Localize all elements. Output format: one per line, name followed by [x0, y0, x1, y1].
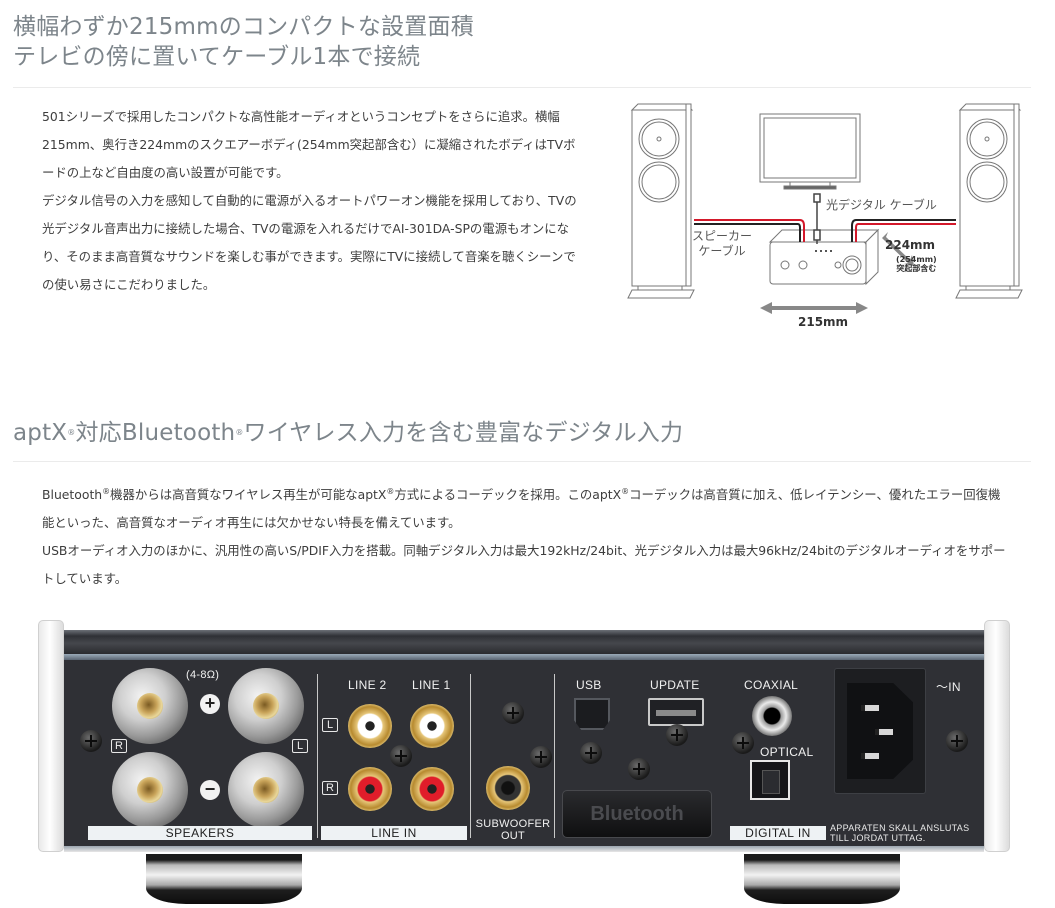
depth-dimension-note: (254mm) 突起部含む: [896, 255, 937, 273]
impedance-label: (4-8Ω): [186, 669, 220, 681]
speaker-terminal-l-minus[interactable]: [228, 752, 304, 828]
title-line-2: テレビの傍に置いてケーブル1本で接続: [13, 44, 421, 70]
bluetooth-module: Bluetooth: [562, 790, 712, 838]
line2-r-jack[interactable]: [348, 767, 392, 811]
line2-label: LINE 2: [348, 678, 387, 692]
left-foot: [146, 854, 302, 904]
rear-panel: [64, 660, 984, 846]
left-speaker-icon: [627, 103, 695, 299]
update-label: UPDATE: [650, 678, 700, 692]
update-usb-port[interactable]: [648, 698, 704, 726]
section2-body: Bluetooth®機器からは高音質なワイヤレス再生が可能なaptX®方式による…: [42, 478, 1007, 593]
depth-dimension-label: 224mm: [885, 238, 936, 252]
dimension-arrows-icon: [760, 232, 914, 314]
section-title-bluetooth: aptX®対応Bluetooth®ワイヤレス入力を含む豊富なデジタル入力: [13, 420, 684, 446]
screw-icon: [530, 746, 552, 768]
optical-cable-icon: [813, 193, 821, 244]
line1-l-jack[interactable]: [410, 704, 454, 748]
screw-icon: [732, 732, 754, 754]
optical-cable-label: 光デジタル ケーブル: [826, 198, 937, 212]
speakers-label: SPEAKERS: [88, 826, 312, 840]
line1-label: LINE 1: [412, 678, 451, 692]
optical-port[interactable]: [750, 760, 790, 800]
screw-icon: [628, 758, 650, 780]
minus-icon: −: [200, 780, 220, 800]
section-divider: [13, 461, 1031, 462]
ground-warning-label: APPARATEN SKALL ANSLUTAS TILL JORDAT UTT…: [830, 823, 970, 843]
setup-diagram-illustration: [627, 103, 1023, 314]
plus-icon: +: [200, 694, 220, 714]
setup-diagram: 光デジタル ケーブル スピーカー ケーブル 224mm (254mm) 突起部含…: [620, 102, 1030, 337]
coaxial-label: COAXIAL: [744, 678, 799, 692]
speaker-terminal-l-plus[interactable]: [228, 668, 304, 744]
section1-paragraph-1: 501シリーズで採用したコンパクトな高性能オーディオというコンセプトをさらに追求…: [42, 109, 576, 180]
section2-paragraph-2: USBオーディオ入力のほかに、汎用性の高いS/PDIF入力を搭載。同軸デジタル入…: [42, 543, 1006, 586]
screw-icon: [580, 742, 602, 764]
channel-l-label: L: [292, 739, 308, 753]
section-title-compact: 横幅わずか215mmのコンパクトな設置面積 テレビの傍に置いてケーブル1本で接続: [13, 12, 474, 72]
tv-icon: [759, 113, 861, 190]
panel-divider: [317, 674, 318, 838]
usb-b-port[interactable]: [574, 698, 610, 730]
usb-label: USB: [576, 678, 602, 692]
screw-icon: [502, 702, 524, 724]
channel-r-label: R: [322, 781, 338, 795]
left-side-cap: [38, 620, 64, 852]
screw-icon: [946, 730, 968, 752]
channel-l-label: L: [322, 718, 338, 732]
screw-icon: [80, 730, 102, 752]
optical-label: OPTICAL: [760, 745, 814, 759]
panel-divider: [470, 674, 471, 838]
section2-paragraph-1: Bluetooth®機器からは高音質なワイヤレス再生が可能なaptX®方式による…: [42, 487, 1001, 530]
subwoofer-out-jack[interactable]: [486, 766, 530, 810]
section-divider: [13, 87, 1031, 88]
digital-in-label: DIGITAL IN: [730, 826, 826, 840]
panel-divider: [554, 674, 555, 838]
speaker-terminal-r-plus[interactable]: [112, 668, 188, 744]
channel-r-label: R: [111, 739, 127, 753]
line2-l-jack[interactable]: [348, 704, 392, 748]
right-foot: [744, 854, 900, 904]
ac-in-label: ～IN: [936, 680, 961, 694]
speaker-terminal-r-minus[interactable]: [112, 752, 188, 828]
top-rail: [64, 630, 984, 654]
screw-icon: [666, 724, 688, 746]
line-in-label: LINE IN: [321, 826, 467, 840]
speaker-cable-label: スピーカー ケーブル: [692, 229, 753, 258]
right-side-cap: [984, 620, 1010, 852]
section1-body: 501シリーズで採用したコンパクトな高性能オーディオというコンセプトをさらに追求…: [42, 103, 577, 299]
line1-r-jack[interactable]: [410, 767, 454, 811]
width-dimension-label: 215mm: [798, 315, 849, 329]
subwoofer-out-label: SUBWOOFER OUT: [475, 818, 551, 842]
amplifier-icon: [768, 228, 880, 286]
screw-icon: [390, 745, 412, 767]
title-line-1: 横幅わずか215mmのコンパクトな設置面積: [13, 14, 474, 40]
right-speaker-icon: [955, 103, 1023, 299]
speaker-cable-icon: [694, 219, 956, 242]
rear-panel-photo: (4-8Ω) + − R L SPEAKERS LINE 2 LINE 1 L …: [38, 618, 1010, 908]
section1-paragraph-2: デジタル信号の入力を感知して自動的に電源が入るオートパワーオン機能を採用しており…: [42, 193, 577, 292]
ac-power-inlet[interactable]: [834, 668, 926, 794]
coaxial-jack[interactable]: [752, 696, 792, 736]
